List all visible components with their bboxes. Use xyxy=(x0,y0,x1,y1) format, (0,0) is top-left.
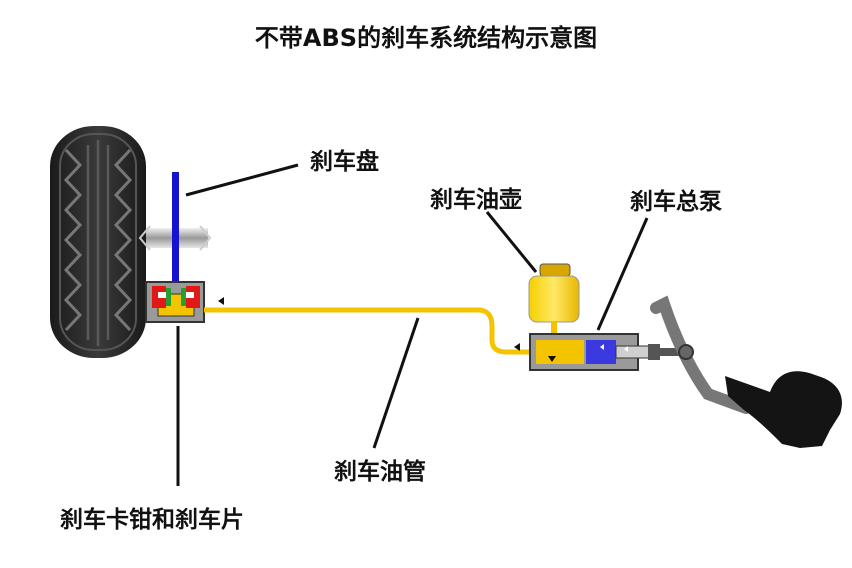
label-brake-disc: 刹车盘 xyxy=(310,149,379,175)
leader-brake-line xyxy=(372,317,420,449)
flow-arrow-icon xyxy=(218,297,224,305)
leader-master-cylinder xyxy=(596,217,649,331)
label-reservoir: 刹车油壶 xyxy=(430,187,522,213)
brake-line xyxy=(204,307,532,355)
master-cylinder xyxy=(514,333,660,371)
tire-icon xyxy=(50,126,146,358)
label-master-cylinder: 刹车总泵 xyxy=(630,189,722,215)
leader-brake-disc xyxy=(185,163,299,197)
brake-disc xyxy=(172,172,179,320)
label-caliper-pads: 刹车卡钳和刹车片 xyxy=(60,507,244,533)
leader-lines xyxy=(176,163,649,486)
brake-pedal-icon xyxy=(650,295,842,448)
diagram-title: 不带ABS的刹车系统结构示意图 xyxy=(254,24,598,52)
brake-caliper xyxy=(145,281,205,323)
label-brake-line: 刹车油管 xyxy=(334,459,426,485)
leader-reservoir xyxy=(485,211,538,273)
brake-fluid-reservoir xyxy=(528,263,580,336)
